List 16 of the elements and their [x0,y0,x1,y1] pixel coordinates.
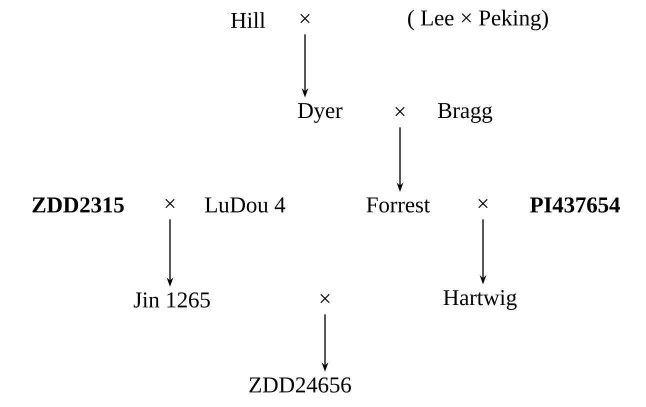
cultivar-name: Jin 1265 [134,292,210,308]
cultivar-name: LuDou 4 [205,197,286,213]
cultivar-name: Dyer [298,103,342,123]
cultivar-name: ZDD2315 [32,197,124,213]
cross-sign: × [395,106,405,116]
cultivar-name: Hill [231,12,266,28]
cross-sign: × [320,294,330,304]
cross-sign: × [478,198,488,208]
cross-sign: × [165,198,175,208]
cultivar-name: Hartwig [444,290,517,310]
cross-sign: × [300,14,310,24]
cultivar-name: Bragg [438,103,492,123]
cultivar-name: Forrest [366,197,430,213]
cultivar-name: ZDD24656 [249,377,351,393]
cultivar-name: ( Lee × Peking) [408,10,548,30]
cultivar-name: PI437654 [530,197,620,213]
